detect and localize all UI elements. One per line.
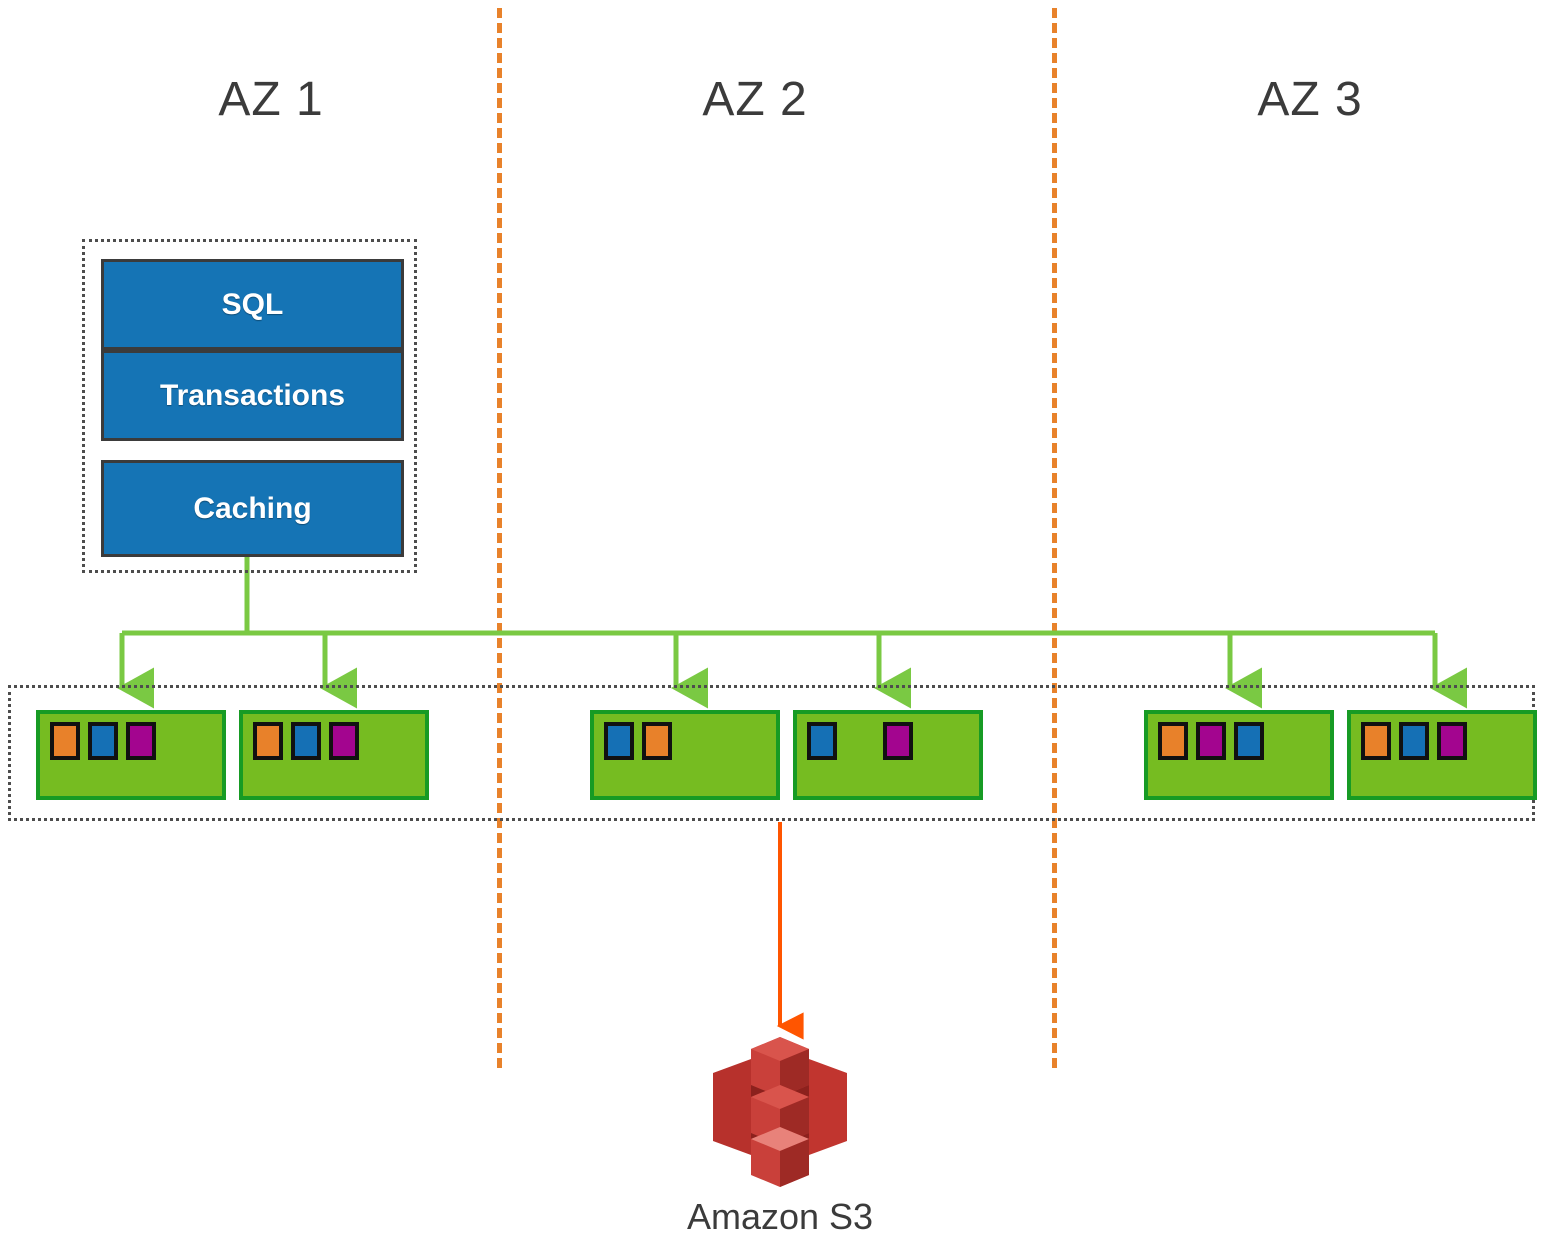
az-label-2: AZ 2 [702, 73, 808, 126]
data-segment-blue [807, 722, 837, 760]
az-divider-2 [1052, 8, 1057, 1068]
data-segment-orange [253, 722, 283, 760]
storage-node[interactable] [36, 710, 226, 800]
engine-layer-caching[interactable]: Caching [101, 460, 404, 557]
amazon-s3-label: Amazon S3 [686, 1196, 874, 1237]
storage-node[interactable] [239, 710, 429, 800]
database-engine-group: SQL Transactions Caching [82, 239, 417, 573]
storage-node[interactable] [793, 710, 983, 800]
engine-layer-transactions[interactable]: Transactions [101, 350, 404, 441]
data-segment-orange [1361, 722, 1391, 760]
az-divider-1 [497, 8, 502, 1068]
storage-node[interactable] [590, 710, 780, 800]
data-segment-magenta [1196, 722, 1226, 760]
data-segment-magenta [1437, 722, 1467, 760]
data-segment-blue [1234, 722, 1264, 760]
data-segment-blue [1399, 722, 1429, 760]
storage-node-group [8, 685, 1537, 821]
az-label-3: AZ 3 [1257, 73, 1363, 126]
amazon-s3-bucket-icon [713, 1037, 847, 1187]
engine-layer-sql[interactable]: SQL [101, 259, 404, 350]
data-segment-magenta [329, 722, 359, 760]
data-segment-orange [50, 722, 80, 760]
data-segment-orange [1158, 722, 1188, 760]
data-segment-orange [642, 722, 672, 760]
data-segment-blue [88, 722, 118, 760]
data-segment-blue [291, 722, 321, 760]
az-label-1: AZ 1 [218, 73, 324, 126]
storage-node[interactable] [1347, 710, 1537, 800]
data-segment-blue [604, 722, 634, 760]
storage-node[interactable] [1144, 710, 1334, 800]
data-segment-magenta [126, 722, 156, 760]
data-segment-magenta [883, 722, 913, 760]
